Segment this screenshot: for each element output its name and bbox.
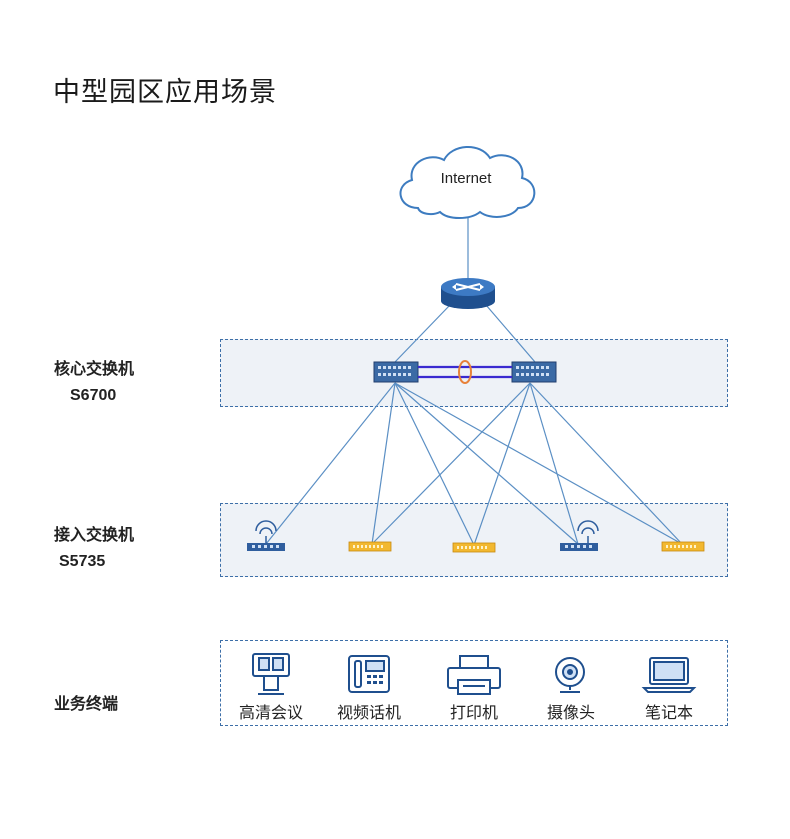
endpoint-label-camera: 摄像头 xyxy=(547,704,595,722)
printer-icon xyxy=(447,655,501,695)
core-right-access-5-link xyxy=(529,382,683,545)
router-icon xyxy=(441,278,495,309)
core-layer-label: 核心交换机 xyxy=(54,361,135,378)
network-links xyxy=(265,213,683,546)
stack-ring-icon xyxy=(458,360,472,384)
core-switch-left-icon xyxy=(373,361,419,383)
core-switch-right-icon xyxy=(511,361,557,383)
access-layer-band xyxy=(220,503,728,577)
page-title: 中型园区应用场景 xyxy=(53,77,277,107)
camera-icon xyxy=(555,657,585,693)
internet-cloud-icon: Internet xyxy=(399,145,536,219)
internet-label: Internet xyxy=(441,170,493,187)
endpoint-label-printer: 打印机 xyxy=(450,704,498,722)
core-stack-link xyxy=(418,365,512,379)
core-left-access-2-link xyxy=(371,382,396,545)
access-switch-2-icon xyxy=(348,541,392,552)
router-core-left-link xyxy=(394,304,451,363)
access-switch-4-icon xyxy=(560,520,599,551)
core-left-access-3-link xyxy=(394,382,475,546)
access-switch-3-icon xyxy=(452,542,496,553)
endpoint-layer-label: 业务终端 xyxy=(54,696,119,713)
endpoint-label-laptop: 笔记本 xyxy=(645,704,693,722)
access-switch-5-icon xyxy=(661,541,705,552)
video-conference-icon xyxy=(252,653,290,695)
core-left-access-4-link xyxy=(394,382,579,545)
core-right-access-3-link xyxy=(473,382,531,546)
core-left-access-5-link xyxy=(394,382,683,545)
router-core-right-link xyxy=(485,304,536,363)
endpoint-label-conference: 高清会议 xyxy=(239,704,303,722)
endpoint-label-video-phone: 视频话机 xyxy=(337,704,401,722)
access-layer-model: S5735 xyxy=(59,553,106,570)
access-switch-1-icon xyxy=(247,520,285,551)
laptop-icon xyxy=(641,657,697,693)
access-layer-label: 接入交换机 xyxy=(54,527,135,544)
core-right-access-2-link xyxy=(371,382,531,545)
core-layer-model: S6700 xyxy=(70,387,117,404)
video-phone-icon xyxy=(348,655,390,693)
core-layer-band xyxy=(220,339,728,407)
core-left-access-1-link xyxy=(265,382,396,545)
core-right-access-4-link xyxy=(529,382,579,545)
